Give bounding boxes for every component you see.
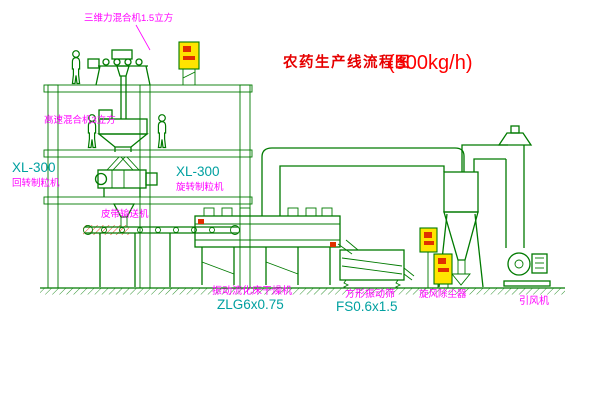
y-split-chute: [106, 156, 140, 171]
operator-figure: [158, 115, 165, 148]
operator-figure: [72, 51, 79, 84]
cyclone-separator: [438, 171, 484, 288]
label-granulator-left-model: XL-300: [12, 160, 56, 175]
label-granulator-right-model: XL-300: [176, 164, 220, 179]
sieve-feed-chute: [337, 239, 359, 255]
control-cabinet: [433, 253, 453, 288]
control-cabinet: [178, 41, 200, 85]
high-speed-mixer: [97, 109, 149, 152]
outlet-marker: [330, 242, 336, 247]
vibrating-sieve: [337, 239, 415, 289]
label-high-speed-mixer: 高速混合机3立方: [44, 114, 116, 126]
inlet-marker: [198, 219, 204, 224]
induced-draft-fan: [503, 252, 551, 287]
label-cyclone: 旋风除尘器: [419, 288, 467, 300]
rain-cap-icon: [497, 132, 533, 146]
control-cabinet: [419, 227, 438, 288]
label-belt-conveyor: 皮带输送机: [101, 208, 149, 220]
rotary-granulator: [94, 169, 158, 197]
page-title: 农药生产线流程图: [282, 53, 411, 71]
title-capacity: (500kg/h): [388, 52, 473, 74]
cyclone-exhaust-duct: [461, 144, 508, 172]
label-induced-draft-fan: 引风机: [519, 294, 549, 307]
building-frame: [43, 84, 253, 289]
exhaust-duct: [261, 147, 465, 216]
label-leader-line: [135, 24, 151, 51]
label-square-sieve: 方形振动筛: [345, 287, 395, 300]
ground-line: [40, 287, 565, 295]
label-granulator-right-name: 旋转制粒机: [176, 181, 224, 193]
loading-skirt-hatch: [83, 225, 129, 235]
label-sieve-model: FS0.6x1.5: [336, 299, 398, 314]
exhaust-stack: [497, 125, 533, 248]
label-granulator-left-name: 回转制粒机: [12, 177, 60, 189]
three-d-mixer: [87, 49, 151, 119]
fluid-bed-dryer: [194, 207, 341, 285]
label-dryer-model: ZLG6x0.75: [217, 297, 284, 312]
label-fluid-bed-dryer: 振动流化床干燥机: [212, 284, 292, 297]
belt-conveyor: [83, 225, 240, 287]
label-three-d-mixer: 三维力混合机1.5立方: [84, 12, 173, 24]
